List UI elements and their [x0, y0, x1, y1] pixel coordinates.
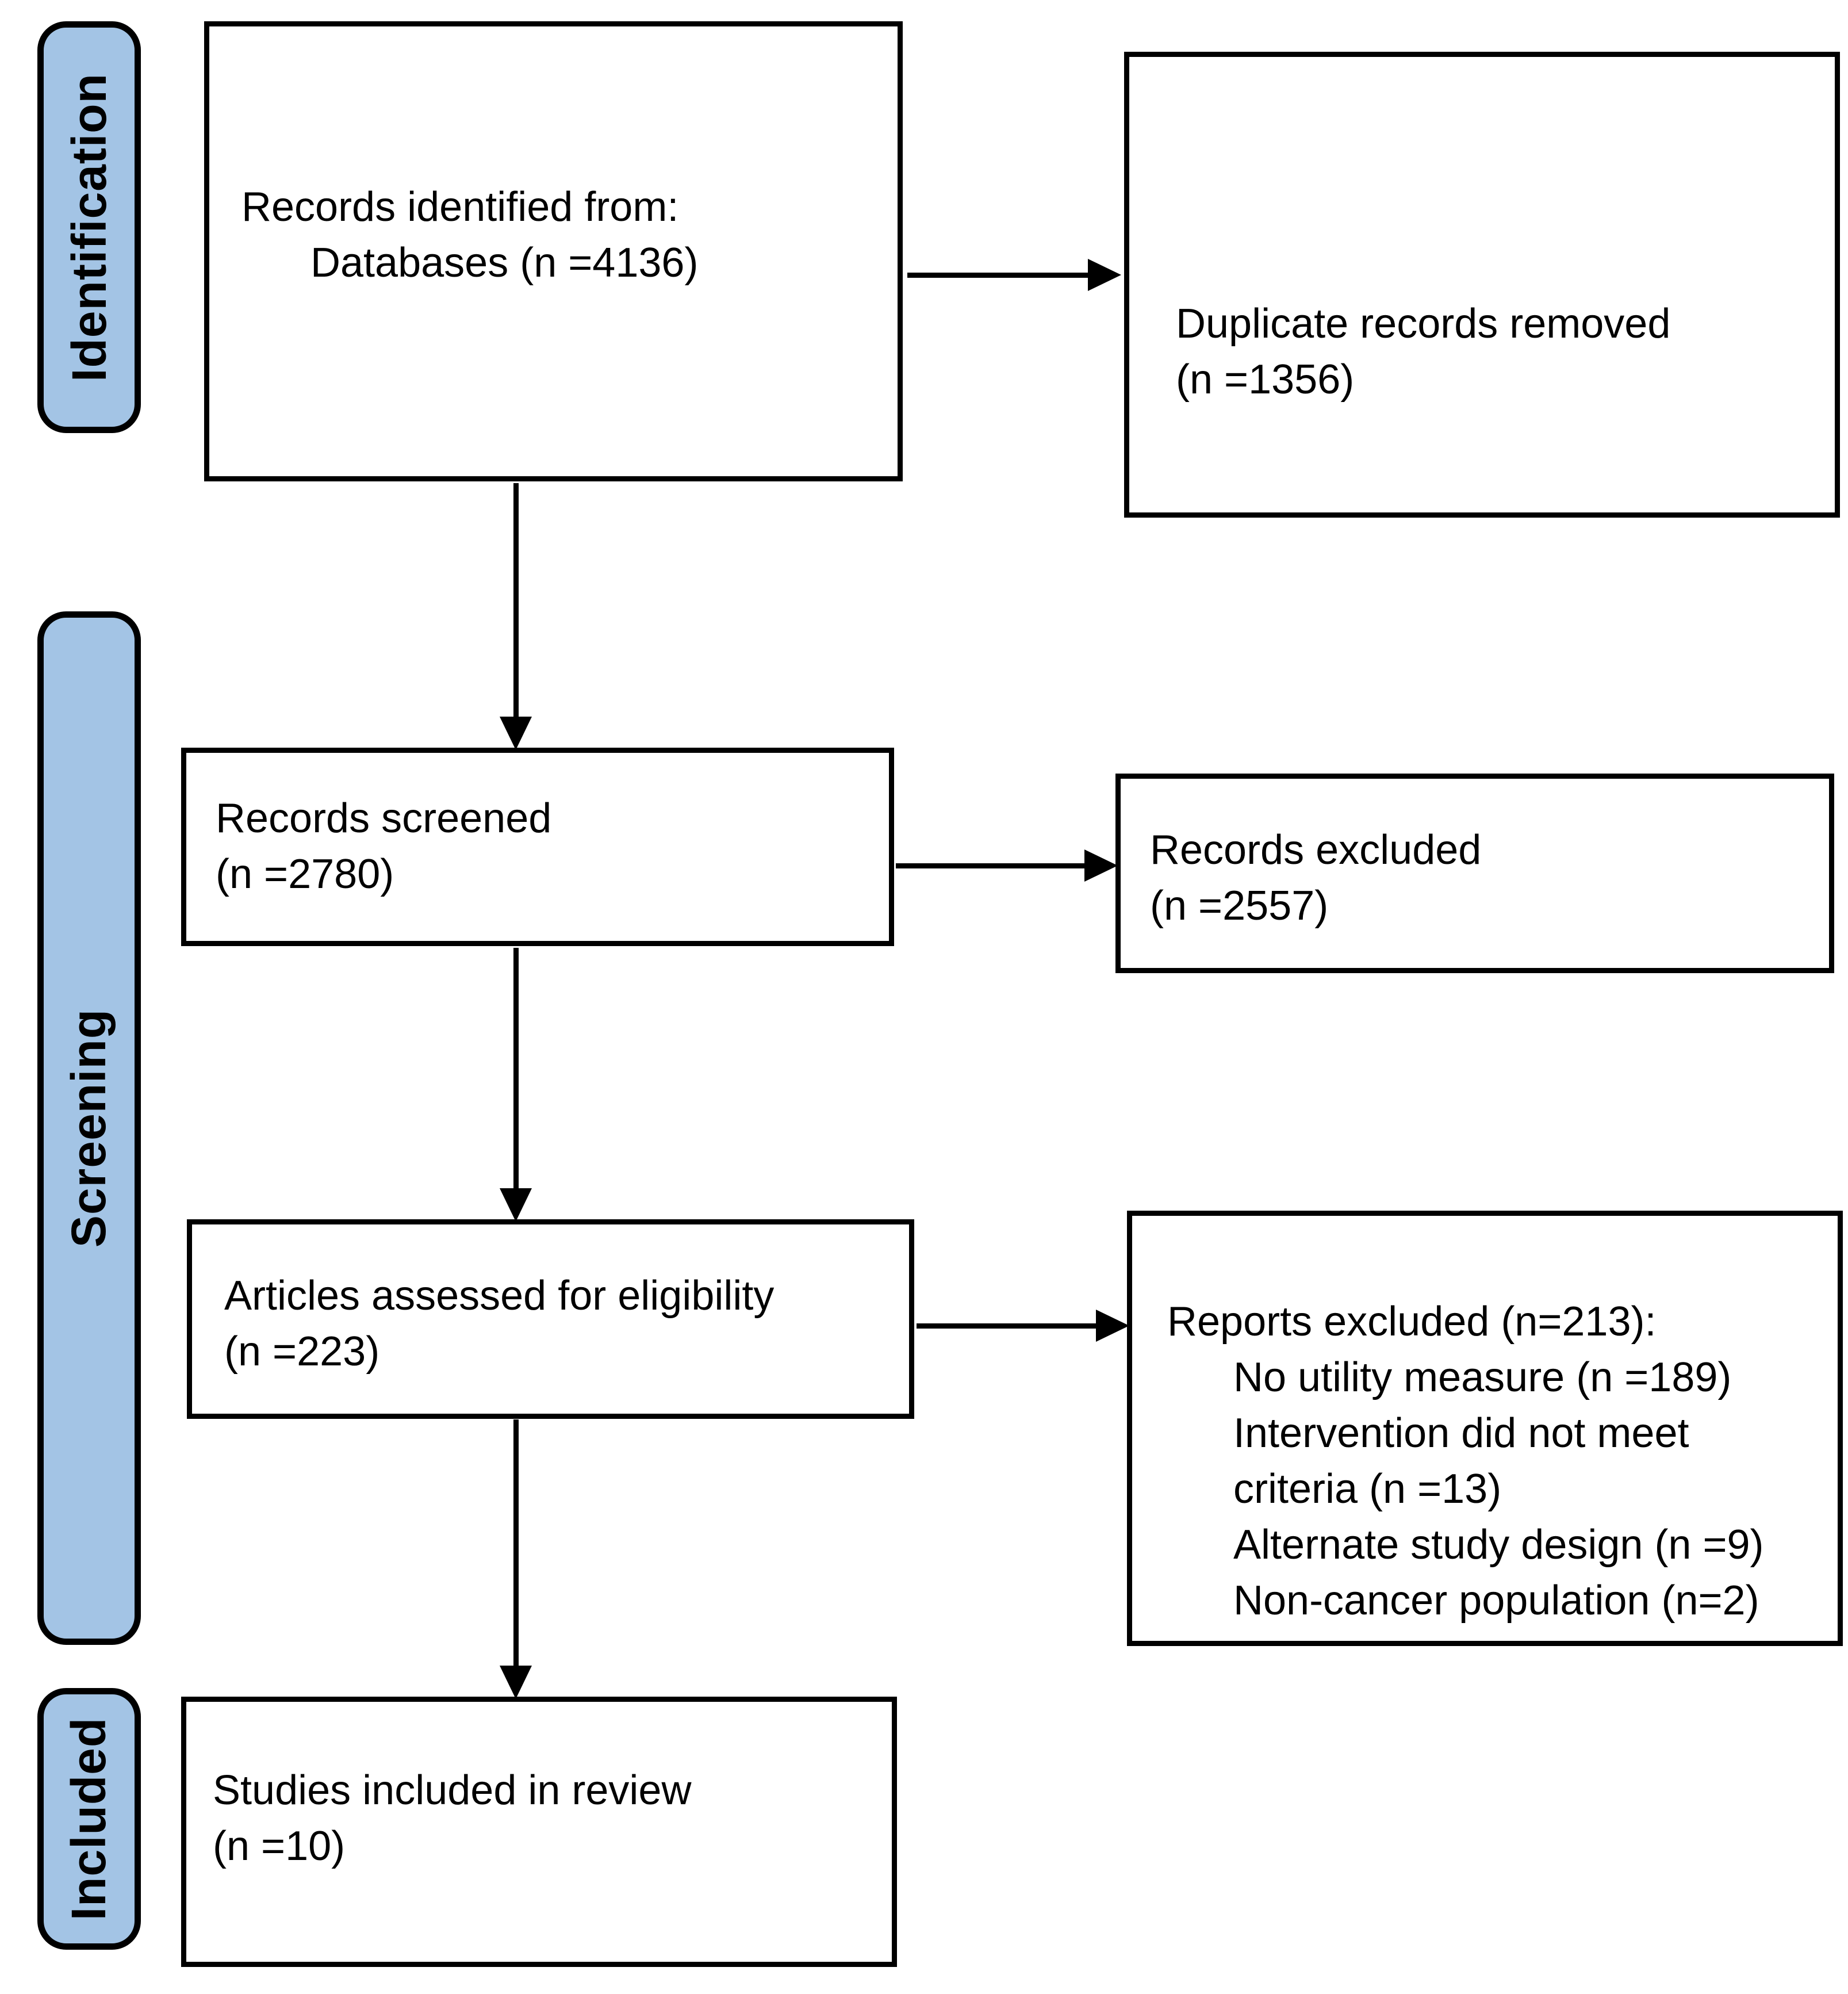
stage-included: Included — [37, 1688, 141, 1950]
reports-excluded-reason: No utility measure (n =189) — [1233, 1354, 1732, 1400]
articles-assessed-line2: (n =223) — [224, 1329, 380, 1375]
arrow-assessed-to-reports-excluded-line — [917, 1323, 1097, 1329]
box-studies-included — [181, 1697, 897, 1967]
arrow-screened-to-excluded-line — [896, 863, 1086, 868]
arrow-identified-to-screened-head — [500, 717, 532, 750]
arrow-assessed-to-reports-excluded-head — [1096, 1310, 1129, 1342]
box-records-identified — [204, 21, 903, 481]
stage-included-label: Included — [62, 1717, 116, 1921]
records-identified-line1: Records identified from: — [241, 184, 679, 230]
reports-excluded-reason: Alternate study design (n =9) — [1233, 1522, 1764, 1568]
box-articles-assessed — [187, 1219, 914, 1419]
box-records-excluded — [1115, 774, 1834, 973]
arrow-identified-to-duplicates-line — [907, 273, 1089, 278]
records-excluded-line1: Records excluded — [1150, 827, 1482, 873]
box-reports-excluded-text: Reports excluded (n=213): No utility mea… — [1167, 1294, 1764, 1629]
reports-excluded-heading: Reports excluded (n=213): — [1167, 1299, 1657, 1345]
arrow-assessed-to-included-line — [513, 1419, 519, 1667]
box-records-excluded-text: Records excluded (n =2557) — [1150, 822, 1481, 934]
records-screened-line1: Records screened — [216, 795, 552, 841]
duplicates-removed-line1: Duplicate records removed — [1176, 301, 1671, 347]
studies-included-line1: Studies included in review — [213, 1767, 692, 1813]
box-duplicates-removed-text: Duplicate records removed (n =1356) — [1176, 296, 1670, 408]
records-excluded-line2: (n =2557) — [1150, 883, 1329, 929]
arrow-screened-to-assessed-head — [500, 1188, 532, 1222]
box-reports-excluded — [1127, 1211, 1843, 1646]
arrow-identified-to-screened-line — [513, 483, 519, 718]
box-records-screened — [181, 748, 894, 946]
stage-identification: Identification — [37, 21, 141, 433]
box-studies-included-text: Studies included in review (n =10) — [213, 1763, 691, 1874]
articles-assessed-line1: Articles assessed for eligibility — [224, 1273, 775, 1319]
arrow-identified-to-duplicates-head — [1088, 259, 1121, 291]
reports-excluded-reason: criteria (n =13) — [1233, 1466, 1502, 1512]
box-duplicates-removed — [1124, 52, 1840, 518]
reports-excluded-reason: Intervention did not meet — [1233, 1410, 1689, 1456]
duplicates-removed-line2: (n =1356) — [1176, 357, 1355, 403]
stage-screening-label: Screening — [62, 1008, 116, 1248]
box-records-screened-text: Records screened (n =2780) — [216, 791, 551, 902]
reports-excluded-reason: Non-cancer population (n=2) — [1233, 1578, 1759, 1624]
arrow-screened-to-assessed-line — [513, 948, 519, 1189]
records-identified-line2: Databases (n =4136) — [310, 240, 699, 286]
records-screened-line2: (n =2780) — [216, 851, 394, 897]
stage-identification-label: Identification — [62, 72, 116, 382]
box-articles-assessed-text: Articles assessed for eligibility (n =22… — [224, 1268, 774, 1380]
studies-included-line2: (n =10) — [213, 1823, 346, 1869]
box-records-identified-text: Records identified from: Databases (n =4… — [241, 179, 698, 291]
arrow-assessed-to-included-head — [500, 1666, 532, 1699]
arrow-screened-to-excluded-head — [1084, 849, 1118, 882]
stage-screening: Screening — [37, 611, 141, 1645]
